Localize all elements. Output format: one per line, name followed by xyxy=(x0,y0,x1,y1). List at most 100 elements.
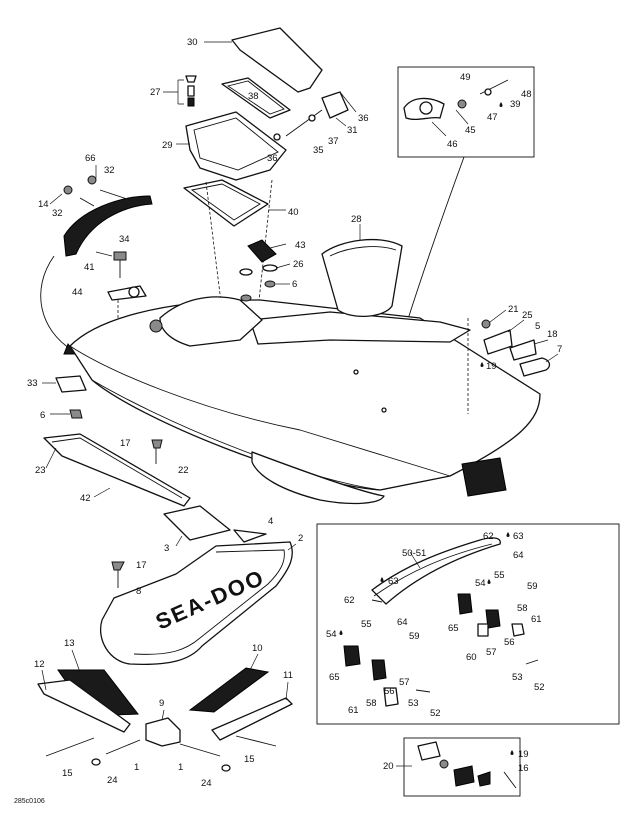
callout-61: 61 xyxy=(531,614,542,625)
hull-rub-strip xyxy=(251,451,385,505)
callout-61b: 61 xyxy=(348,705,359,716)
grab-rail-34 xyxy=(63,195,153,257)
traction-mat-2 xyxy=(100,541,293,666)
callout-59: 59 xyxy=(527,581,538,592)
callout-46: 46 xyxy=(447,139,458,150)
handle-50-51 xyxy=(371,537,501,605)
callout-58b: 58 xyxy=(366,698,377,709)
callout-20: 20 xyxy=(383,761,394,772)
callout-labels: 30 27 38 29 36 31 37 35 36 49 48 39 47 4… xyxy=(14,37,562,805)
eye-bolt-18 xyxy=(509,339,537,361)
plate-33 xyxy=(55,375,87,393)
callout-55: 55 xyxy=(494,570,505,581)
callout-53b: 53 xyxy=(408,698,419,709)
callout-65b: 65 xyxy=(329,672,340,683)
callout-58: 58 xyxy=(517,603,528,614)
callout-40: 40 xyxy=(288,207,299,218)
sponson-10 xyxy=(188,667,270,713)
bracket-43 xyxy=(247,239,277,263)
drop-icon xyxy=(510,750,514,755)
callout-6b: 6 xyxy=(40,410,45,421)
plate-23 xyxy=(43,433,191,507)
callout-3: 3 xyxy=(164,543,169,554)
callout-36b: 36 xyxy=(267,153,278,164)
callout-4: 4 xyxy=(268,516,273,527)
callout-57b: 57 xyxy=(399,677,410,688)
callout-34: 34 xyxy=(119,234,130,245)
callout-19: 19 xyxy=(486,361,497,372)
callout-33: 33 xyxy=(27,378,38,389)
callout-56: 56 xyxy=(504,637,515,648)
callout-17: 17 xyxy=(120,438,131,449)
bracket-44 xyxy=(107,285,147,301)
u-bolt-7 xyxy=(519,357,551,377)
callout-30: 30 xyxy=(187,37,198,48)
storage-cover-30 xyxy=(231,27,323,93)
callout-5: 5 xyxy=(535,321,540,332)
callout-11: 11 xyxy=(283,670,293,681)
callout-27: 27 xyxy=(150,87,161,98)
callout-42: 42 xyxy=(80,493,91,504)
cover-gasket-38 xyxy=(221,77,291,119)
storage-tray-28 xyxy=(321,238,403,317)
callout-12: 12 xyxy=(34,659,45,670)
callout-26: 26 xyxy=(293,259,304,270)
callout-54b: 54 xyxy=(326,629,337,640)
callout-41: 41 xyxy=(84,262,95,273)
bracket-25 xyxy=(483,329,513,355)
callout-7: 7 xyxy=(557,344,562,355)
callout-15: 15 xyxy=(62,768,73,779)
callout-50-51: 50-51 xyxy=(402,548,426,559)
drop-icon xyxy=(506,532,510,537)
callout-28: 28 xyxy=(351,214,362,225)
callout-62: 62 xyxy=(483,531,494,542)
drop-icon xyxy=(480,362,484,367)
callout-22: 22 xyxy=(178,465,189,476)
push-rivet-27 xyxy=(185,75,197,107)
sponson-12 xyxy=(37,679,131,733)
callout-64: 64 xyxy=(513,550,524,561)
lubricant-drop-icons xyxy=(339,102,514,755)
callout-57: 57 xyxy=(486,647,497,658)
latch-31 xyxy=(321,91,349,119)
callout-leaders xyxy=(41,165,559,767)
callout-29: 29 xyxy=(162,140,173,151)
arrow-label-4 xyxy=(233,529,267,543)
callout-49: 49 xyxy=(460,72,471,83)
callout-63b: 63 xyxy=(388,576,399,587)
callout-38: 38 xyxy=(248,91,259,102)
callout-52: 52 xyxy=(534,682,545,693)
callout-55b: 55 xyxy=(361,619,372,630)
callout-32b: 32 xyxy=(52,208,63,219)
callout-25: 25 xyxy=(522,310,533,321)
hull-body xyxy=(69,299,541,491)
callout-36: 36 xyxy=(358,113,369,124)
inset-box-handle xyxy=(316,523,620,725)
drop-icon xyxy=(499,102,503,107)
callout-43: 43 xyxy=(295,240,306,251)
drop-icon xyxy=(487,579,491,584)
storage-bin-29 xyxy=(185,111,287,181)
jet-pump xyxy=(461,457,507,497)
inset-box-drain-plug xyxy=(397,66,535,158)
callout-23: 23 xyxy=(35,465,46,476)
callout-18: 18 xyxy=(547,329,558,340)
callout-21: 21 xyxy=(508,304,519,315)
callout-45: 45 xyxy=(465,125,476,136)
callout-15b: 15 xyxy=(244,754,255,765)
callout-32: 32 xyxy=(104,165,115,176)
callout-37: 37 xyxy=(328,136,339,147)
callout-47: 47 xyxy=(487,112,498,123)
callout-16: 16 xyxy=(518,763,529,774)
steering-console xyxy=(159,296,263,347)
callout-8: 8 xyxy=(136,586,141,597)
callout-24: 24 xyxy=(107,775,118,786)
callout-48: 48 xyxy=(521,89,532,100)
callout-6: 6 xyxy=(292,279,297,290)
plate-3 xyxy=(163,505,231,541)
callout-14: 14 xyxy=(38,199,49,210)
callout-1b: 1 xyxy=(178,762,183,773)
callout-39: 39 xyxy=(510,99,521,110)
inset-box-fitting xyxy=(403,737,521,797)
